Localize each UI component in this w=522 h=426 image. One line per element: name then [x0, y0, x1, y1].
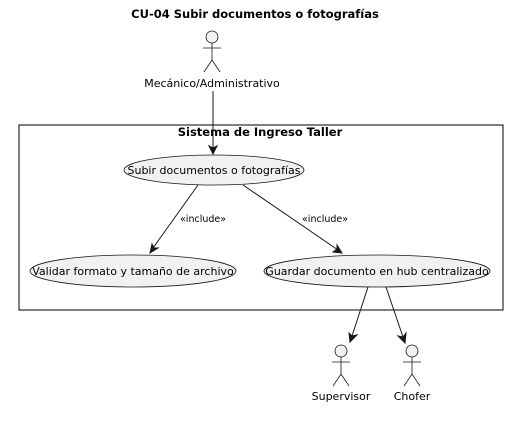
actor-right-leg	[411, 373, 421, 387]
use-case-ellipse	[123, 154, 305, 186]
arrowhead	[348, 331, 359, 344]
system-boundary	[18, 124, 504, 311]
edge-include-guardar	[242, 184, 339, 251]
actor-chofer: Chofer	[394, 344, 431, 403]
use-case-label: Guardar documento en hub centralizado	[265, 265, 489, 278]
arrowhead	[207, 144, 219, 156]
include-label-validar: «include»	[180, 214, 226, 225]
use-case-ellipse	[263, 254, 491, 288]
include-label-guardar: «include»	[302, 214, 348, 225]
arrowhead	[149, 242, 160, 255]
actor-head-icon	[334, 344, 348, 358]
system-boundary-title: Sistema de Ingreso Taller	[178, 125, 343, 139]
actor-supervisor: Supervisor	[312, 344, 371, 403]
actor-left-leg	[332, 373, 342, 387]
arrowhead	[331, 243, 343, 254]
diagram-title: CU-04 Subir documentos o fotografías	[131, 7, 379, 21]
use-case-ellipse	[29, 254, 237, 288]
actor-label: Chofer	[394, 390, 431, 403]
actor-right-leg	[340, 373, 350, 387]
use-case-subir: Subir documentos o fotografías	[123, 154, 305, 186]
actor-right-leg	[211, 59, 221, 73]
actor-head-icon	[205, 30, 219, 44]
arrowhead	[396, 331, 407, 345]
use-case-validar: Validar formato y tamaño de archivo	[29, 254, 237, 288]
actor-left-leg	[203, 59, 213, 73]
edge-guardar-to-chofer	[385, 286, 404, 338]
use-case-label: Validar formato y tamaño de archivo	[32, 265, 234, 278]
actor-label: Supervisor	[312, 390, 371, 403]
actor-mecanico-administrativo: Mecánico/Administrativo	[144, 30, 280, 90]
use-case-guardar: Guardar documento en hub centralizado	[263, 254, 491, 288]
edge-guardar-to-supervisor	[351, 286, 369, 337]
actor-label: Mecánico/Administrativo	[144, 77, 280, 90]
edge-include-validar	[152, 184, 199, 249]
actor-head-icon	[405, 344, 419, 358]
actor-left-leg	[403, 373, 413, 387]
use-case-label: Subir documentos o fotografías	[128, 164, 301, 177]
